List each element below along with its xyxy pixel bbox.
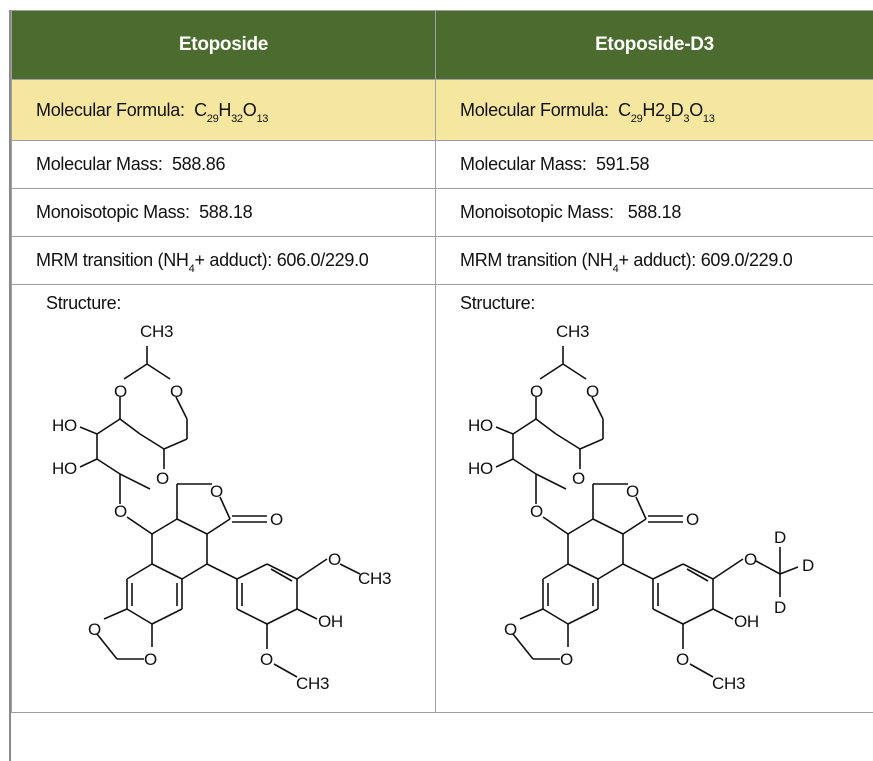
svg-text:O: O [530, 382, 543, 401]
compound-comparison-table: Etoposide Etoposide-D3 Molecular Formula… [11, 10, 873, 713]
svg-text:O: O [504, 620, 517, 639]
svg-text:OH: OH [318, 612, 343, 631]
compound-header-etoposide-d3: Etoposide-D3 [435, 10, 873, 80]
svg-text:O: O [170, 382, 183, 401]
svg-text:HO: HO [468, 416, 493, 435]
structure-label: Structure: [46, 293, 122, 313]
svg-text:CH3: CH3 [712, 674, 745, 693]
formula-cell-etoposide-d3: Molecular Formula: C29H29D3O13 [435, 79, 873, 141]
monoisotopic-mass-row: Monoisotopic Mass: 588.18 Monoisotopic M… [11, 188, 873, 237]
svg-text:O: O [114, 502, 127, 521]
mono-cell-etoposide-d3: Monoisotopic Mass: 588.18 [435, 188, 873, 237]
svg-text:O: O [114, 382, 127, 401]
svg-text:O: O [586, 382, 599, 401]
etoposide-structure-image: CH3 O O HO HO O O O O O CH3 OH O CH3 O O [52, 322, 391, 693]
svg-text:O: O [270, 510, 283, 529]
svg-text:O: O [88, 620, 101, 639]
svg-text:O: O [260, 650, 273, 669]
mrm-cell-etoposide: MRM transition (NH4+ adduct): 606.0/229.… [11, 236, 436, 285]
svg-text:CH3: CH3 [140, 322, 173, 341]
mrm-cell-etoposide-d3: MRM transition (NH4+ adduct): 609.0/229.… [435, 236, 873, 285]
header-row: Etoposide Etoposide-D3 [11, 10, 873, 80]
svg-text:O: O [530, 502, 543, 521]
mass-cell-etoposide: Molecular Mass: 588.86 [11, 140, 436, 189]
svg-text:HO: HO [468, 459, 493, 478]
svg-text:O: O [626, 482, 639, 501]
svg-text:O: O [744, 550, 757, 569]
svg-text:O: O [156, 469, 169, 488]
svg-text:O: O [686, 510, 699, 529]
svg-text:D: D [774, 598, 786, 617]
svg-text:O: O [676, 650, 689, 669]
molecular-mass-row: Molecular Mass: 588.86 Molecular Mass: 5… [11, 140, 873, 189]
structure-label: Structure: [460, 293, 536, 313]
svg-text:O: O [144, 650, 157, 669]
svg-text:CH3: CH3 [358, 569, 391, 588]
svg-text:O: O [560, 650, 573, 669]
svg-text:D: D [774, 528, 786, 547]
etoposide-d3-structure-image: CH3 O O HO HO O O O O O D D D OH O CH3 O [468, 322, 814, 693]
svg-text:HO: HO [52, 459, 77, 478]
formula-cell-etoposide: Molecular Formula: C29H32O13 [11, 79, 436, 141]
svg-text:CH3: CH3 [296, 674, 329, 693]
svg-text:D: D [802, 556, 814, 575]
mass-cell-etoposide-d3: Molecular Mass: 591.58 [435, 140, 873, 189]
svg-text:CH3: CH3 [556, 322, 589, 341]
svg-text:HO: HO [52, 416, 77, 435]
svg-text:O: O [328, 550, 341, 569]
svg-text:OH: OH [734, 612, 759, 631]
svg-text:O: O [572, 469, 585, 488]
compound-header-etoposide: Etoposide [11, 10, 436, 80]
left-border [9, 10, 11, 761]
formula-row: Molecular Formula: C29H32O13 Molecular F… [11, 79, 873, 141]
structure-cell-etoposide-d3: Structure: [435, 284, 873, 713]
structure-row: Structure: [11, 284, 873, 713]
svg-text:O: O [210, 482, 223, 501]
structure-cell-etoposide: Structure: [11, 284, 436, 713]
mono-cell-etoposide: Monoisotopic Mass: 588.18 [11, 188, 436, 237]
mrm-transition-row: MRM transition (NH4+ adduct): 606.0/229.… [11, 236, 873, 285]
